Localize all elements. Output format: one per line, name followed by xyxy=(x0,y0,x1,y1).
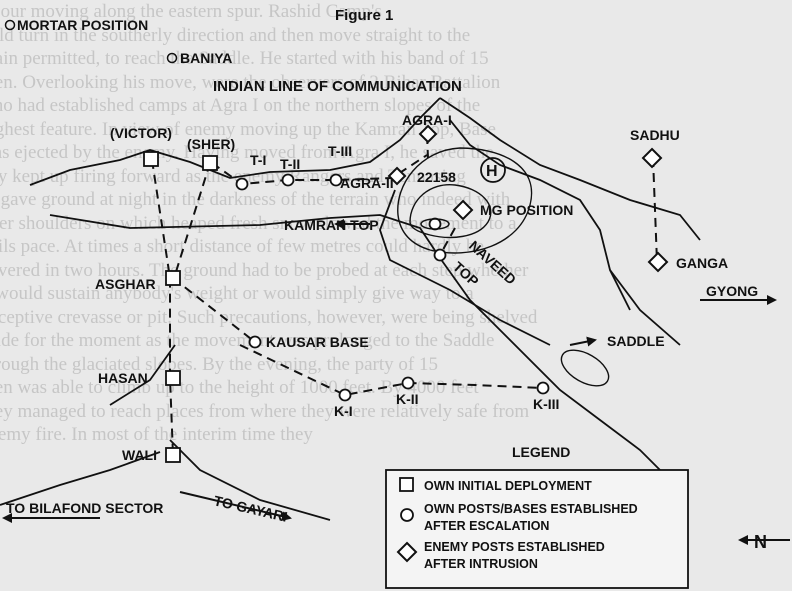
label-naveed-top: TOP xyxy=(450,258,482,289)
background-text-line: day kept up firing forward as the enemy … xyxy=(0,165,466,187)
mortar-symbol xyxy=(4,19,16,31)
legend-enemy-posts-2: AFTER INTRUSION xyxy=(424,557,538,571)
label-to-bilafond: TO BILAFOND SECTOR xyxy=(6,500,163,516)
label-k3: K-III xyxy=(533,396,559,412)
background-text-line: ould turn in the southerly direction and… xyxy=(0,24,471,46)
background-text-line: men. Overlooking his move, were the obse… xyxy=(0,71,501,93)
baniya-symbol xyxy=(166,52,178,64)
arrows xyxy=(2,219,790,545)
label-gyong: GYONG xyxy=(706,283,758,299)
post-k3 xyxy=(536,381,550,395)
background-text-line: ry gave ground at night in the darkness … xyxy=(0,189,511,210)
post-victor xyxy=(143,151,159,167)
label-22158: 22158 xyxy=(417,169,456,185)
post-naveed-top xyxy=(433,248,447,262)
figure-title: Figure 1 xyxy=(335,7,393,24)
background-text-line: aside for the moment as the movement was… xyxy=(0,330,495,351)
background-text-line: nails pace. At times a short distance of… xyxy=(0,236,484,257)
post-ganga xyxy=(647,251,669,273)
legend-enemy-posts-1: ENEMY POSTS ESTABLISHED xyxy=(424,540,605,554)
legend-circle-icon xyxy=(400,508,414,522)
ridge-lines xyxy=(0,97,701,521)
post-t3 xyxy=(329,173,343,187)
background-text-line: men was able to climb up to the height o… xyxy=(0,377,479,398)
label-asghar: ASGHAR xyxy=(95,276,156,292)
post-mg-position xyxy=(452,199,474,221)
label-legend: LEGEND xyxy=(512,444,570,460)
label-north: N xyxy=(754,532,767,552)
label-saddle: SADDLE xyxy=(607,333,665,349)
background-text-line: covered in two hours. The ground had to … xyxy=(0,259,529,281)
helipad-label: H xyxy=(486,163,498,180)
background-text-line: enemy fire. In most of the interim time … xyxy=(0,424,313,445)
label-sadhu: SADHU xyxy=(630,127,680,143)
label-indian-line-of-communication: INDIAN LINE OF COMMUNICATION xyxy=(213,78,462,95)
contour-lines xyxy=(397,147,610,387)
kamran-bunker-icon xyxy=(420,218,450,230)
legend-diamond-icon xyxy=(396,541,418,563)
own-initial-deployment-posts xyxy=(143,151,218,463)
background-text-line: they managed to reach places from where … xyxy=(0,400,530,422)
legend-square-icon xyxy=(399,477,414,492)
own-escalation-posts xyxy=(235,173,550,402)
label-agra1: AGRA-I xyxy=(402,112,452,128)
label-mortar-position: MORTAR POSITION xyxy=(17,17,148,33)
legend-own-posts-2: AFTER ESCALATION xyxy=(424,519,549,533)
background-text-line: it would sustain anybody's weight or wou… xyxy=(0,283,474,304)
post-agra2 xyxy=(387,166,407,186)
legend-own-initial: OWN INITIAL DEPLOYMENT xyxy=(424,479,592,493)
label-agra2: AGRA-II xyxy=(340,175,394,191)
label-hasan: HASAN xyxy=(98,370,148,386)
post-k2 xyxy=(401,376,415,390)
label-kausar-base: KAUSAR BASE xyxy=(266,334,369,350)
helipad-icon xyxy=(480,157,506,183)
post-sher xyxy=(202,155,218,171)
label-victor: (VICTOR) xyxy=(110,125,172,141)
post-kausar-base xyxy=(248,335,262,349)
post-hasan xyxy=(165,370,181,386)
label-t3: T-III xyxy=(328,143,352,159)
label-kamran-top: KAMRAN TOP xyxy=(284,217,379,233)
label-wali: WALI xyxy=(122,447,157,463)
post-k1 xyxy=(338,388,352,402)
label-to-gayari: TO GAYARI xyxy=(212,492,289,524)
background-text-line: of our moving along the eastern spur. Ra… xyxy=(0,1,382,22)
label-k2: K-II xyxy=(396,391,419,407)
background-text-line: deceptive crevasse or pit. Such precauti… xyxy=(0,306,538,328)
post-asghar xyxy=(165,270,181,286)
label-k1: K-I xyxy=(334,403,353,419)
background-text-line: erain permitted, to reach the Saddle. He… xyxy=(0,48,489,69)
label-ganga: GANGA xyxy=(676,255,728,271)
legend-box: OWN INITIAL DEPLOYMENT OWN POSTS/BASES E… xyxy=(385,469,689,589)
label-sher: (SHER) xyxy=(187,136,235,152)
post-kamran-top xyxy=(428,217,442,231)
post-t2 xyxy=(281,173,295,187)
enemy-posts xyxy=(387,124,669,273)
label-t2: T-II xyxy=(280,156,300,172)
background-text-line: through the glaciated slopes. By the eve… xyxy=(0,353,438,375)
label-t1: T-I xyxy=(250,152,266,168)
legend-own-posts-1: OWN POSTS/BASES ESTABLISHED xyxy=(424,502,638,516)
post-wali xyxy=(165,447,181,463)
post-sadhu xyxy=(641,147,663,169)
post-t1 xyxy=(235,177,249,191)
background-text-line: was ejected by the enemy. Having moved f… xyxy=(0,142,494,163)
label-baniya: BANIYA xyxy=(180,50,232,66)
arrow-saddle xyxy=(569,336,597,347)
background-text-line: highest feature. In view of enemy moving… xyxy=(0,118,496,140)
label-mg-position: MG POSITION xyxy=(480,202,573,218)
background-text-line: who had established camps at Agra I on t… xyxy=(0,95,481,116)
post-agra1 xyxy=(418,124,438,144)
arrow-to-gayari xyxy=(179,491,292,522)
